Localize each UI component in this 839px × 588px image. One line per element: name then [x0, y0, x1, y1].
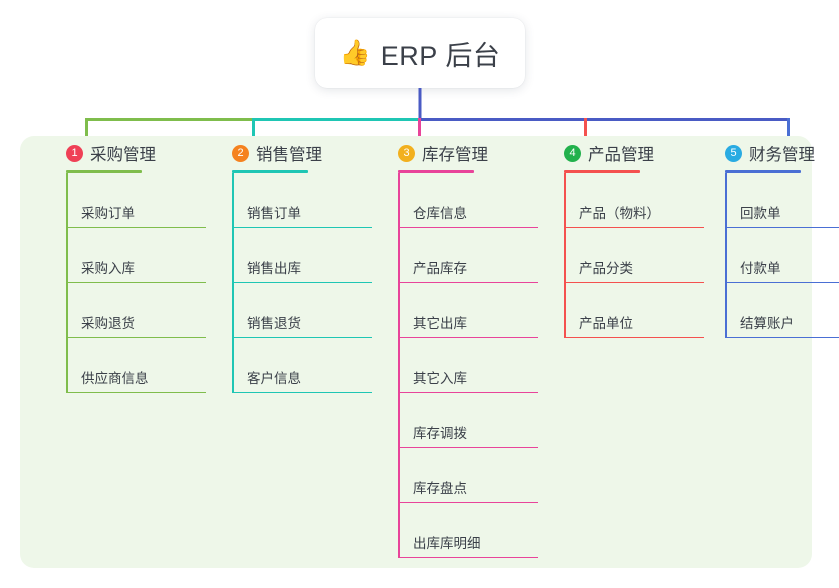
leaf-item-label: 销售出库	[247, 261, 301, 276]
leaf-item[interactable]: 其它出库	[400, 283, 538, 338]
leaf-item[interactable]: 销售退货	[234, 283, 372, 338]
leaf-item[interactable]: 产品（物料）	[566, 173, 704, 228]
leaf-item-label: 产品（物料）	[579, 206, 660, 221]
leaf-item-label: 产品库存	[413, 261, 467, 276]
branch-header-1[interactable]: 1 采购管理	[41, 136, 206, 170]
leaf-item[interactable]: 出库库明细	[400, 503, 538, 558]
branch-title-3: 库存管理	[422, 146, 488, 164]
branch-items-2: 销售订单销售出库销售退货客户信息	[232, 173, 372, 393]
branch-title-5: 财务管理	[749, 146, 815, 164]
leaf-item[interactable]: 付款单	[727, 228, 839, 283]
leaf-item-label: 销售订单	[247, 206, 301, 221]
leaf-item[interactable]: 销售出库	[234, 228, 372, 283]
branch-title-2: 销售管理	[256, 146, 322, 164]
branch-underline-1	[66, 170, 142, 173]
leaf-item[interactable]: 采购订单	[68, 173, 206, 228]
leaf-item-label: 库存调拨	[413, 426, 467, 441]
page-title: ERP 后台	[380, 40, 501, 71]
branch-items-5: 回款单付款单结算账户	[725, 173, 839, 338]
leaf-item-label: 仓库信息	[413, 206, 467, 221]
leaf-item-label: 销售退货	[247, 316, 301, 331]
branch-columns: 1 采购管理采购订单采购入库采购退货供应商信息 2 销售管理销售订单销售出库销售退货客…	[20, 136, 839, 568]
leaf-item[interactable]: 其它入库	[400, 338, 538, 393]
branch-items-1: 采购订单采购入库采购退货供应商信息	[66, 173, 206, 393]
branch-title-1: 采购管理	[90, 146, 156, 164]
leaf-item-label: 产品分类	[579, 261, 633, 276]
leaf-item[interactable]: 供应商信息	[68, 338, 206, 393]
branch-header-5[interactable]: 5 财务管理	[700, 136, 839, 170]
branch-header-3[interactable]: 3 库存管理	[373, 136, 538, 170]
leaf-item[interactable]: 采购入库	[68, 228, 206, 283]
branch-column-4: 4 产品管理产品（物料） 产品分类产品单位	[539, 136, 704, 338]
mindmap-panel	[20, 136, 812, 568]
branch-column-3: 3 库存管理仓库信息产品库存其它出库其它入库库存调拨库存盘点出库库明细	[373, 136, 538, 558]
leaf-item-label: 供应商信息	[81, 371, 149, 386]
branch-badge-2: 2	[232, 144, 249, 162]
leaf-item-label: 库存盘点	[413, 481, 467, 496]
branch-title-4: 产品管理	[588, 146, 654, 164]
branch-underline-3	[398, 170, 474, 173]
leaf-item[interactable]: 回款单	[727, 173, 839, 228]
leaf-item[interactable]: 仓库信息	[400, 173, 538, 228]
thumbs-up-icon: 👍	[339, 38, 371, 67]
branch-header-2[interactable]: 2 销售管理	[207, 136, 372, 170]
leaf-item-label: 采购入库	[81, 261, 135, 276]
leaf-item[interactable]: 客户信息	[234, 338, 372, 393]
branch-badge-4: 4	[564, 144, 581, 162]
leaf-item[interactable]: 采购退货	[68, 283, 206, 338]
leaf-item-label: 其它入库	[413, 371, 467, 386]
leaf-item-label: 采购订单	[81, 206, 135, 221]
leaf-item[interactable]: 产品库存	[400, 228, 538, 283]
branch-items-3: 仓库信息产品库存其它出库其它入库库存调拨库存盘点出库库明细	[398, 173, 538, 558]
root-title-card[interactable]: 👍 ERP 后台	[315, 18, 525, 88]
branch-badge-1: 1	[66, 144, 83, 162]
branch-underline-2	[232, 170, 308, 173]
leaf-item-label: 采购退货	[81, 316, 135, 331]
leaf-item-label: 产品单位	[579, 316, 633, 331]
leaf-item[interactable]: 库存调拨	[400, 393, 538, 448]
branch-column-1: 1 采购管理采购订单采购入库采购退货供应商信息	[41, 136, 206, 393]
leaf-item[interactable]: 销售订单	[234, 173, 372, 228]
branch-underline-4	[564, 170, 640, 173]
leaf-item-label: 付款单	[740, 261, 781, 276]
branch-header-4[interactable]: 4 产品管理	[539, 136, 704, 170]
leaf-item-label: 客户信息	[247, 371, 301, 386]
leaf-item[interactable]: 结算账户	[727, 283, 839, 338]
leaf-item-label: 其它出库	[413, 316, 467, 331]
leaf-item-label: 回款单	[740, 206, 781, 221]
branch-column-2: 2 销售管理销售订单销售出库销售退货客户信息	[207, 136, 372, 393]
branch-underline-5	[725, 170, 801, 173]
branch-items-4: 产品（物料） 产品分类产品单位	[564, 173, 704, 338]
branch-badge-5: 5	[725, 144, 742, 162]
leaf-item-label: 结算账户	[740, 316, 794, 331]
leaf-item[interactable]: 产品分类	[566, 228, 704, 283]
branch-column-5: 5 财务管理回款单付款单结算账户	[700, 136, 839, 338]
leaf-item[interactable]: 库存盘点	[400, 448, 538, 503]
branch-badge-3: 3	[398, 144, 415, 162]
leaf-item-label: 出库库明细	[413, 536, 481, 551]
leaf-item[interactable]: 产品单位	[566, 283, 704, 338]
